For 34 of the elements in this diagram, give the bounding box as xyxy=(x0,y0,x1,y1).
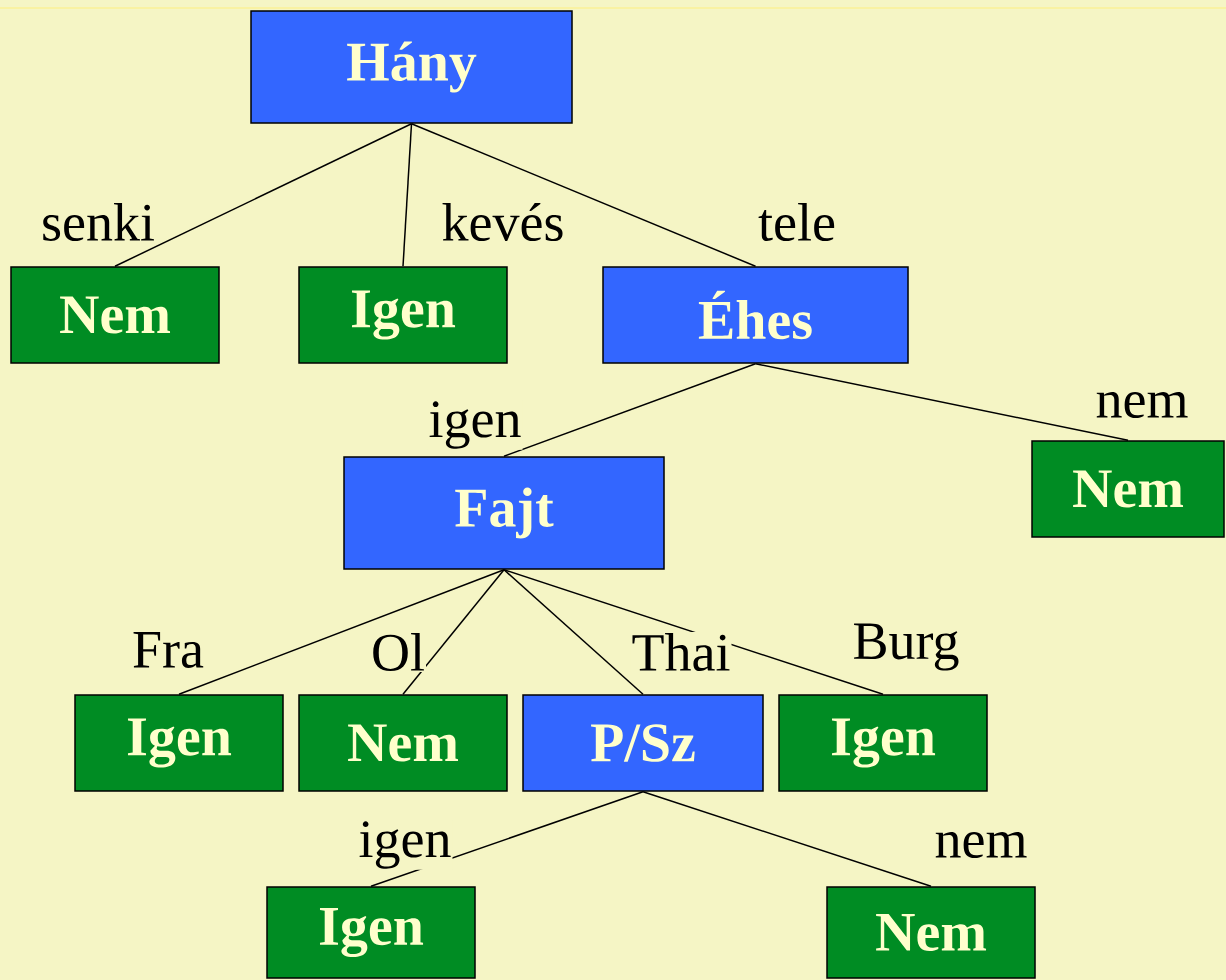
connector-line xyxy=(402,569,505,695)
connector-line xyxy=(503,569,884,695)
edge-label: Burg xyxy=(851,622,961,672)
leaf-box: Nem xyxy=(826,886,1036,979)
leaf-box: Igen xyxy=(298,266,508,364)
edge-label: nem xyxy=(1094,391,1190,419)
decision-box: Fajt xyxy=(343,456,665,570)
edge-label: kevés xyxy=(440,201,566,243)
connector-line xyxy=(370,791,644,887)
connector-line xyxy=(503,569,644,695)
edge-label: igen xyxy=(357,820,453,870)
connector-line xyxy=(178,569,505,695)
connector-line xyxy=(642,791,932,887)
decision-box: Éhes xyxy=(602,266,909,364)
edge-label: igen xyxy=(427,400,523,450)
leaf-box: Igen xyxy=(266,886,476,979)
leaf-box: Igen xyxy=(74,694,284,792)
leaf-box: Nem xyxy=(10,266,220,364)
leaf-box: Nem xyxy=(298,694,508,792)
connector-line xyxy=(402,123,413,267)
connector-line xyxy=(410,123,757,267)
decision-box: Hány xyxy=(250,10,573,124)
edge-label: senki xyxy=(40,202,156,242)
leaf-box: Nem xyxy=(1031,440,1225,538)
edge-label: tele xyxy=(757,202,837,242)
edge-label: Ol xyxy=(370,632,426,672)
decision-box: P/Sz xyxy=(522,694,764,792)
connector-line xyxy=(503,363,757,457)
edge-label: Fra xyxy=(131,631,205,669)
connector-line xyxy=(754,363,1129,441)
connector-line xyxy=(114,123,413,267)
edge-label: nem xyxy=(933,831,1029,859)
leaf-box: Igen xyxy=(778,694,988,792)
edge-label: Thai xyxy=(630,632,732,672)
